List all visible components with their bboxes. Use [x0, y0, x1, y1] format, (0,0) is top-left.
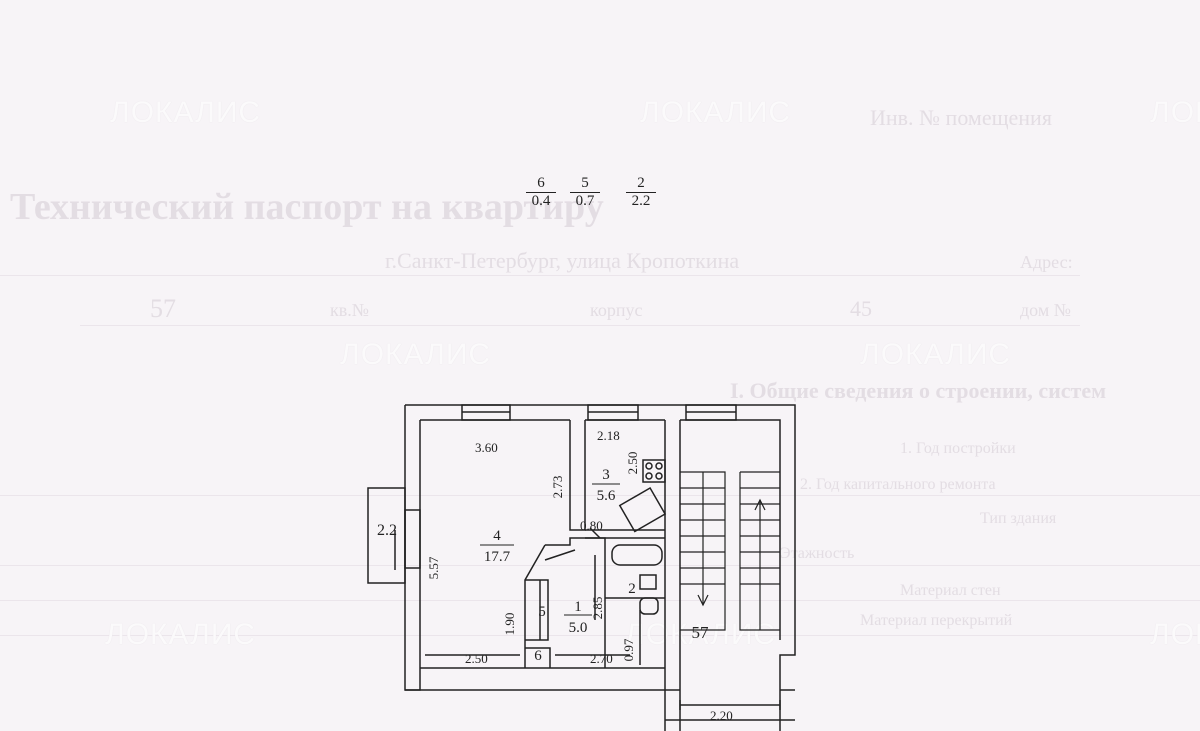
ghost-inventory: Инв. № помещения: [870, 105, 1052, 130]
dim-hall-depth: 2.85: [590, 597, 605, 620]
stove: [642, 459, 666, 483]
dim-stair-width: 2.20: [710, 708, 733, 723]
apartment-number: 57: [692, 623, 710, 642]
ghost-address-value: г.Санкт-Петербург, улица Кропоткина: [385, 248, 740, 273]
watermark: ЛОКАЛИС: [625, 618, 777, 651]
ghost-line-2: 2. Год капитального ремонта: [800, 476, 996, 493]
ghost-address-label: Адрес:: [1020, 252, 1073, 272]
legend-den: 0.7: [575, 193, 595, 209]
dim-closet-depth: 1.90: [502, 613, 517, 636]
room-6-num: 6: [534, 648, 542, 664]
ghost-line-3: Тип здания: [980, 510, 1057, 527]
room-4-num: 4: [493, 528, 501, 544]
left-wall: [404, 405, 421, 691]
room-1-area: 5.0: [569, 620, 588, 636]
sink: [639, 574, 657, 590]
dim-room4-width: 3.60: [475, 440, 498, 455]
watermark: ЛОКАЛИС: [110, 96, 262, 129]
room-3-num: 3: [602, 467, 610, 483]
ghost-house-value: 45: [850, 296, 872, 321]
watermark: ЛОКАЛИС: [340, 338, 492, 371]
dim-bottom-left: 2.50: [465, 651, 488, 666]
ghost-korpus-label: корпус: [590, 300, 643, 320]
kitchen-sink: [618, 486, 667, 533]
room-3-area: 5.6: [597, 488, 616, 504]
watermark: ЛОКАЛИС: [860, 338, 1012, 371]
legend-num: 6: [526, 175, 556, 193]
staircase: [680, 471, 780, 631]
watermark: ЛОКАЛИС: [105, 618, 257, 651]
room-1-num: 1: [574, 599, 582, 615]
legend-fraction-6: 6 0.4: [526, 175, 556, 210]
outer-wall: [405, 404, 796, 731]
ghost-apt-value: 57: [150, 294, 176, 323]
legend-den: 2.2: [631, 193, 651, 209]
legend-num: 5: [570, 175, 600, 193]
ghost-section: I. Общие сведения о строении, систем: [730, 378, 1107, 403]
toilet: [639, 597, 659, 615]
dim-bottom-mid: 2.70: [590, 651, 613, 666]
ghost-line-6: Материал перекрытий: [860, 612, 1013, 629]
legend-fraction-5: 5 0.7: [570, 175, 600, 210]
room-5-num: 5: [538, 604, 546, 620]
bath: [611, 544, 663, 566]
ghost-house-label: дом №: [1020, 300, 1071, 320]
balcony-area: 2.2: [377, 522, 397, 539]
dim-room4-depth: 5.57: [426, 556, 441, 579]
room-4-area: 17.7: [484, 549, 511, 565]
dim-door-width: 0.80: [580, 518, 603, 533]
dim-room4-inner: 2.73: [550, 476, 565, 499]
room-2-num: 2: [628, 581, 636, 597]
ghost-title: Технический паспорт на квартиру: [10, 186, 604, 228]
dim-room3-width: 2.18: [597, 428, 620, 443]
legend-fraction-2: 2 2.2: [626, 175, 656, 210]
balcony-door: [404, 509, 421, 569]
legend-den: 0.4: [531, 193, 551, 209]
watermark: ЛОКАЛИС: [1150, 96, 1200, 129]
watermark: ЛОКАЛИС: [1150, 618, 1200, 651]
ghost-line-1: 1. Год постройки: [900, 440, 1016, 457]
legend-num: 2: [626, 175, 656, 193]
watermark: ЛОКАЛИС: [640, 96, 792, 129]
dim-room3-depth: 2.50: [625, 452, 640, 475]
ghost-line-5: Материал стен: [900, 582, 1001, 599]
ghost-apt-label: кв.№: [330, 300, 369, 320]
ghost-line-4: Этажность: [780, 545, 855, 562]
dim-bottom-small: 0.97: [621, 638, 636, 661]
